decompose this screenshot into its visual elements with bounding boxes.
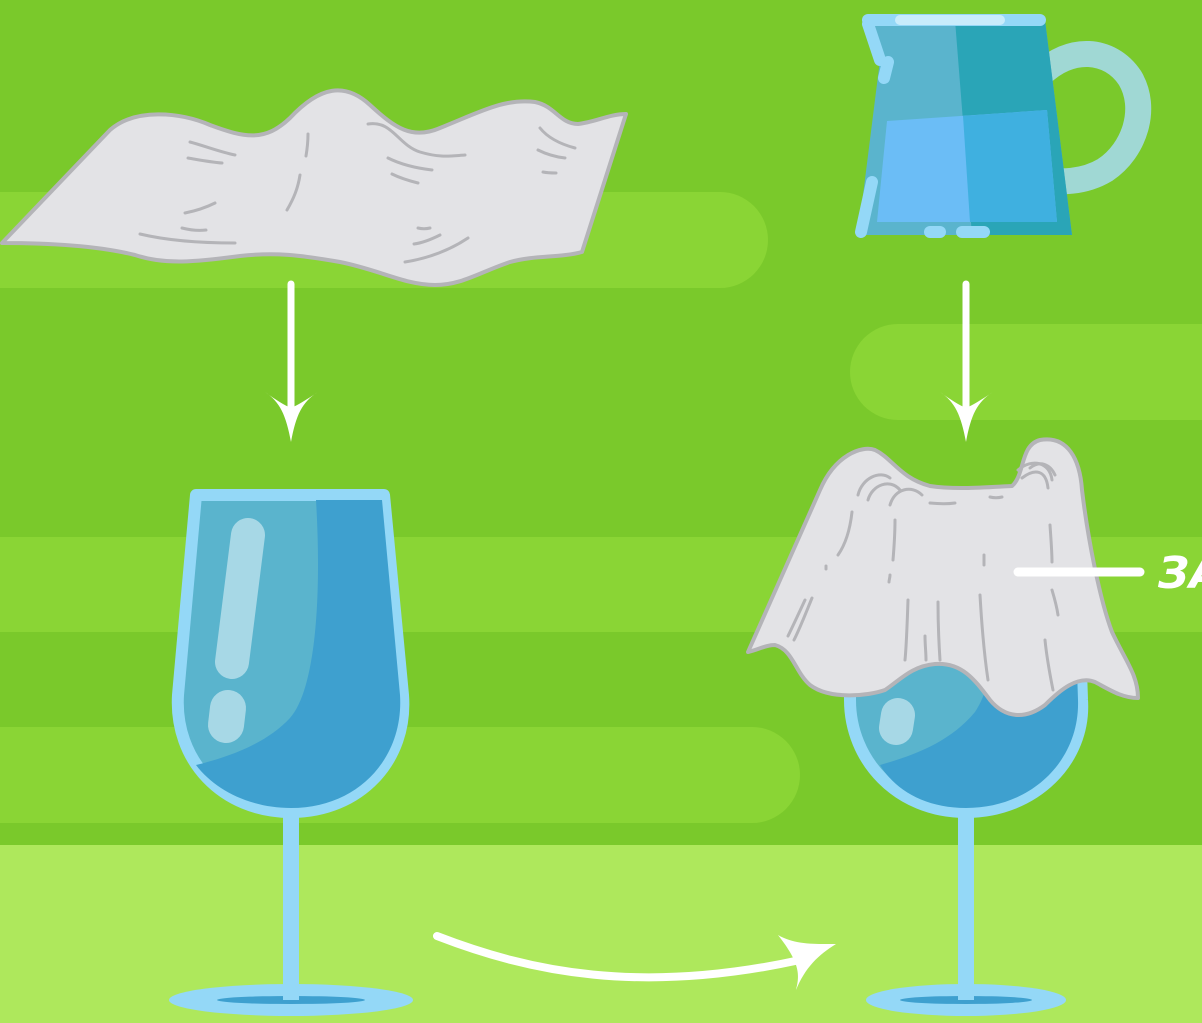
stripe-2: [850, 324, 1202, 420]
callout-label: ЗА: [1157, 548, 1202, 599]
